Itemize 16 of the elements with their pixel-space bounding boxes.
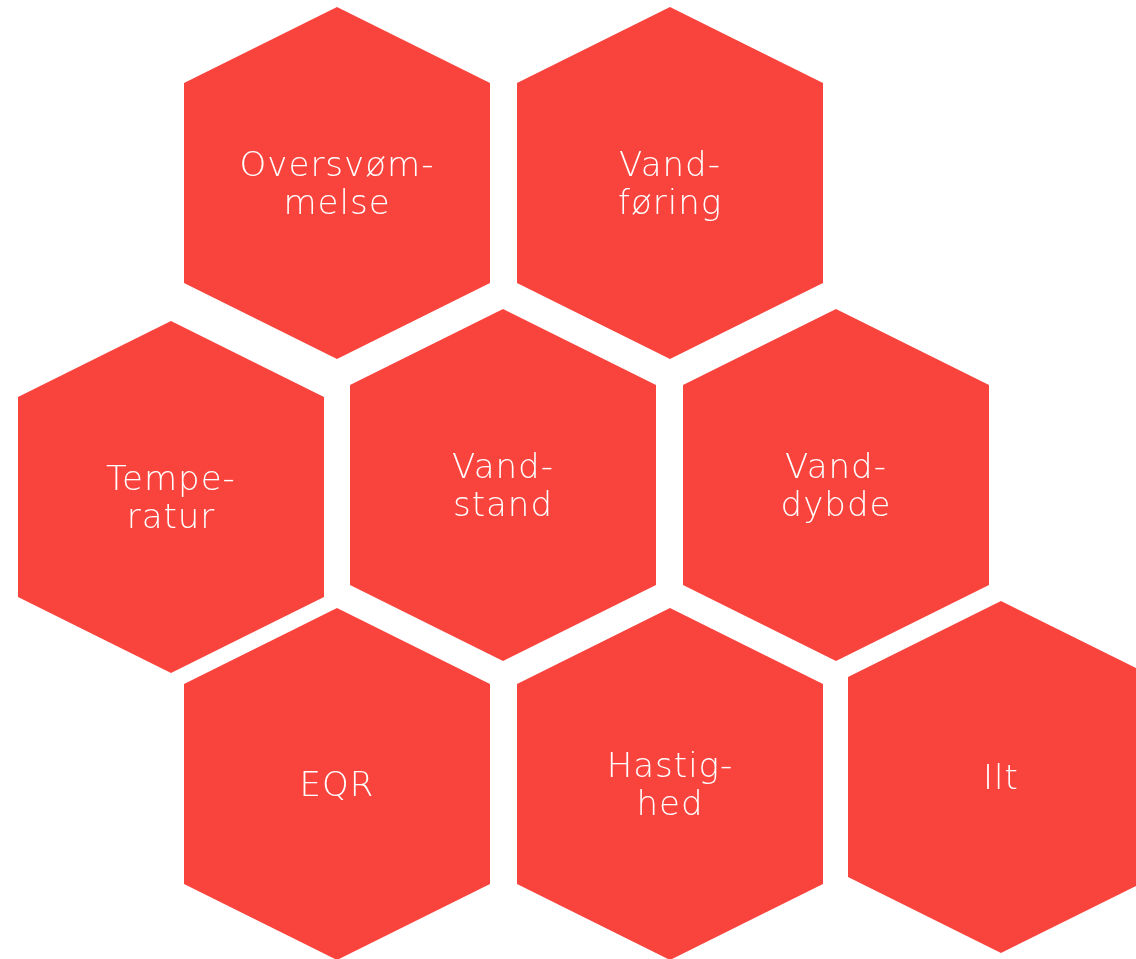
tile-label: Vand- stand <box>452 447 554 523</box>
tile-label: Vand- dybde <box>780 447 892 523</box>
tile-label: Hastig- hed <box>606 746 734 822</box>
hexagon-tile <box>848 601 1136 953</box>
hexagon-tile <box>18 321 324 673</box>
hexagon-tile <box>184 7 490 359</box>
tile-label: Tempe- ratur <box>106 459 236 535</box>
tile-label: EQR <box>299 765 375 803</box>
hexagon-tile <box>517 608 823 959</box>
tile-label: Vand- føring <box>617 145 723 221</box>
hexagon-tile <box>184 608 490 959</box>
hexagon-tile <box>517 7 823 359</box>
tile-label: Ilt <box>983 758 1019 796</box>
hexagon-tile <box>350 309 656 661</box>
hexagon-tile <box>683 309 989 661</box>
tile-label: Oversvøm- melse <box>239 145 435 221</box>
